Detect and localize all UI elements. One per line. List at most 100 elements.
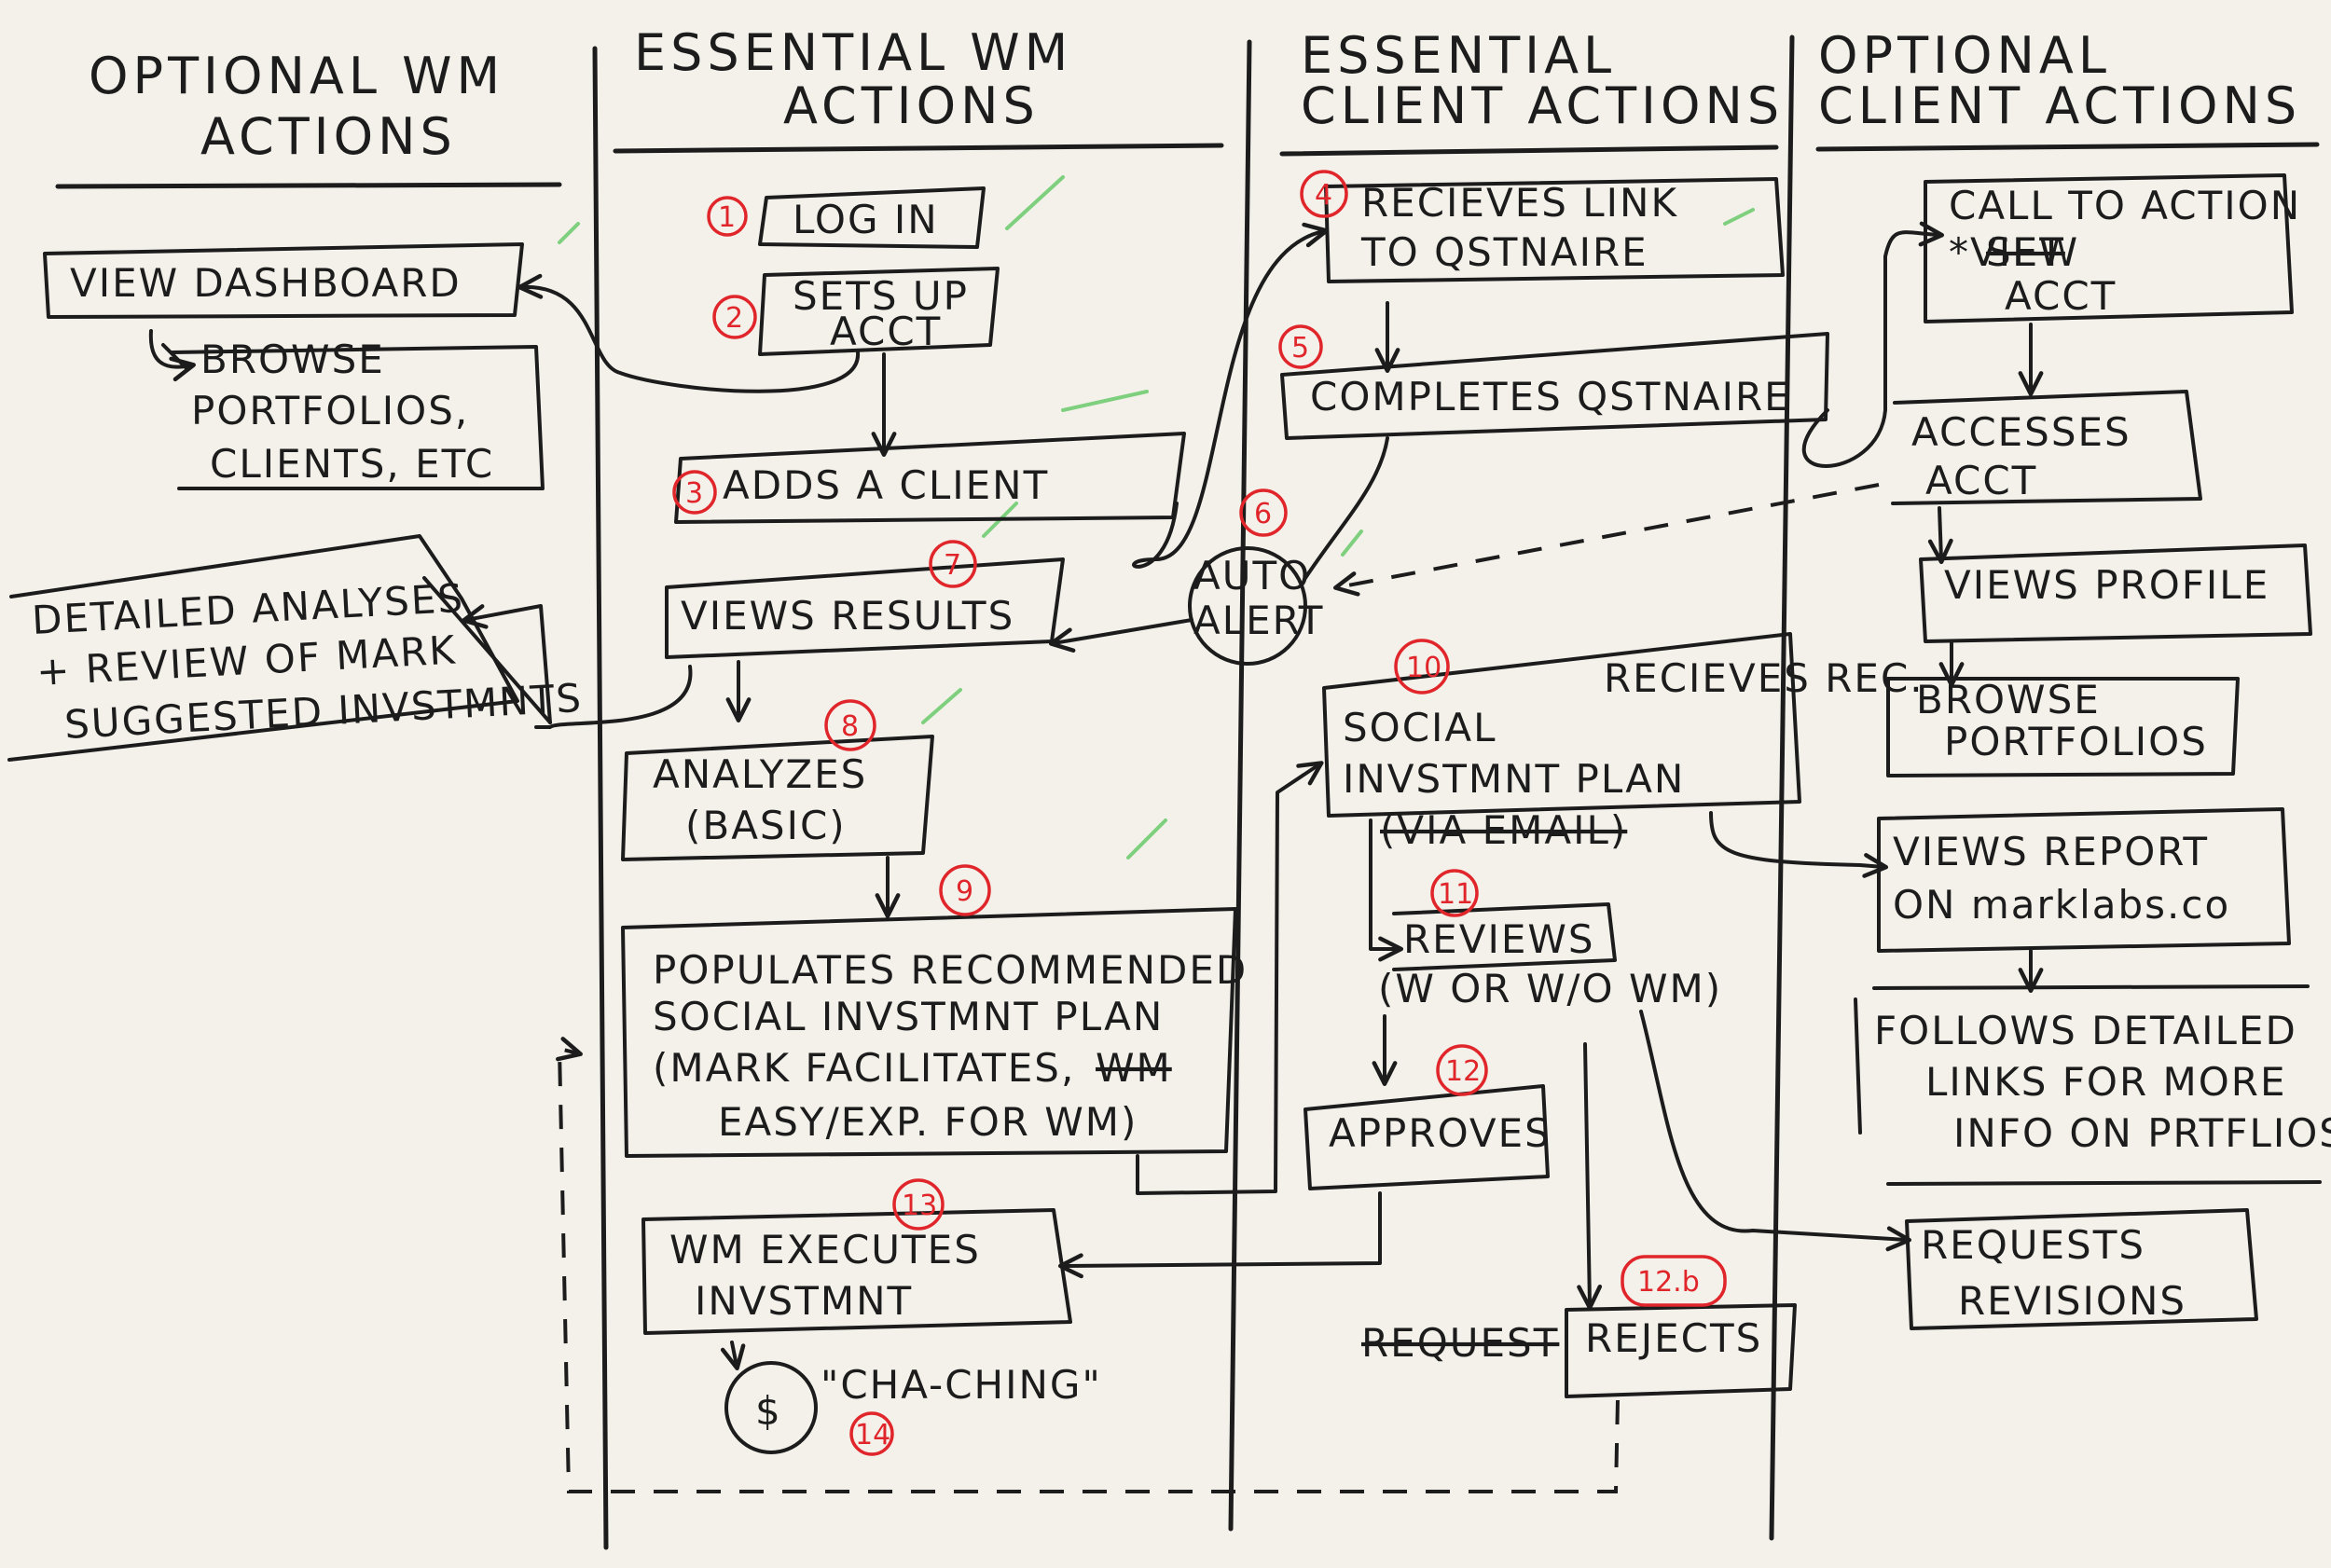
sketch-stroke <box>613 143 1224 154</box>
follows-links-note: FOLLOWS DETAILED LINKS FOR MORE INFO ON … <box>1854 984 2331 1156</box>
call-to-action-box: CALL TO ACTION *VIEW SET ACCT <box>1924 173 2299 323</box>
step-number-badge <box>939 864 991 916</box>
sketch-stroke <box>1924 173 2294 323</box>
sketch-stroke <box>1126 818 1167 860</box>
label: REVIEWS <box>1403 916 1595 962</box>
label: REQUEST <box>1361 1320 1559 1366</box>
sketch-stroke <box>1057 1191 1382 1279</box>
label: ACCT <box>2005 273 2117 319</box>
sketch-stroke <box>1872 984 2310 990</box>
sketch-stroke <box>1333 483 1880 597</box>
label: BROWSE <box>200 337 385 382</box>
label: VIEWS RESULTS <box>681 593 1014 639</box>
sketch-stroke <box>1005 175 1065 230</box>
step-10-receives-plan: RECIEVES REC. SOCIAL INVSTMNT PLAN (VIA … <box>1322 632 1924 853</box>
label: $ <box>755 1388 782 1434</box>
sketch-stroke <box>758 267 1000 356</box>
step-4-receives-link: RECIEVES LINK TO QSTNAIRE 4 <box>1300 170 1785 283</box>
sketch-stroke <box>43 242 524 319</box>
sketch-stroke <box>1392 902 1617 971</box>
sketch-stroke <box>422 576 552 724</box>
label: 12.b <box>1637 1266 1700 1299</box>
step-12b-rejects: REQUEST REJECTS 12.b <box>1361 1255 1797 1398</box>
label: 13 <box>902 1190 937 1222</box>
label: ACCT <box>1925 458 2037 503</box>
sketch-stroke <box>1322 632 1801 818</box>
views-report-box: VIEWS REPORT ON marklabs.co <box>1877 807 2291 953</box>
label: SOCIAL <box>1343 705 1497 750</box>
step-11-reviews: REVIEWS (W OR W/O WM) 11 <box>1378 869 1720 1011</box>
label: VIEWS REPORT <box>1893 829 2209 874</box>
step-6-auto-alert: AUTO ALERT 6 <box>1188 488 1322 666</box>
sketch-stroke <box>517 273 861 393</box>
label: AUTO <box>1193 553 1311 598</box>
step-9-populates-plan: POPULATES RECOMMENDED SOCIAL INVSTMNT PL… <box>621 864 1246 1158</box>
label: REJECTS <box>1585 1315 1762 1361</box>
sketch-stroke <box>171 345 545 490</box>
sketch-stroke <box>641 1208 1072 1335</box>
sketch-stroke <box>1891 390 2202 505</box>
sketch-stroke <box>7 534 519 762</box>
sketch-stroke <box>148 329 196 382</box>
lane-title-line1: OPTIONAL <box>1818 26 2111 85</box>
accesses-account-box: ACCESSES ACCT <box>1891 390 2202 505</box>
label: 12 <box>1445 1055 1481 1088</box>
browse-portfolios-box: BROWSE PORTFOLIOS <box>1886 677 2240 777</box>
label: ANALYZES <box>653 751 867 797</box>
step-number-badge <box>1621 1255 1727 1307</box>
label: VIEW DASHBOARD <box>70 260 462 306</box>
step-2-setup-account: SETS UP ACCT 2 <box>712 267 1000 356</box>
label: REVISIONS <box>1958 1278 2186 1324</box>
sketch-stroke <box>1815 142 2320 152</box>
label: 3 <box>685 477 703 510</box>
label: INFO ON PRTFLIOS <box>1953 1110 2331 1156</box>
sketch-stroke <box>1723 208 1755 226</box>
detailed-analyses-note: DETAILED ANALYSES + REVIEW OF MARK SUGGE… <box>7 534 584 762</box>
sketch-stroke <box>592 46 609 1550</box>
label: 7 <box>944 549 961 582</box>
label: 4 <box>1315 179 1332 212</box>
label: WM <box>1096 1045 1172 1091</box>
sketch-stroke <box>1279 144 1779 157</box>
sketch-stroke <box>921 688 962 724</box>
label: PORTFOLIOS <box>1944 719 2208 764</box>
label: (BASIC) <box>685 803 847 848</box>
label: 1 <box>718 201 736 234</box>
label: 11 <box>1438 878 1473 911</box>
step-number-badge <box>1436 1044 1488 1096</box>
sketch-stroke <box>1886 1180 2322 1186</box>
step-number-badge <box>824 699 876 751</box>
lane-title-line1: ESSENTIAL <box>1301 26 1616 85</box>
label: ON marklabs.co <box>1893 882 2230 928</box>
step-number-badge <box>712 295 757 339</box>
step-number-badge <box>849 1411 894 1456</box>
label: 6 <box>1254 498 1272 530</box>
sketch-stroke <box>1577 1042 1603 1311</box>
label: (VIA EMAIL) <box>1380 807 1627 853</box>
sketch-stroke <box>1061 390 1149 412</box>
lane-title-line2: CLIENT ACTIONS <box>1818 76 2301 135</box>
sketch-stroke <box>534 665 693 729</box>
label: 14 <box>855 1419 890 1451</box>
label: 2 <box>725 302 743 335</box>
sketch-stroke <box>1369 818 1404 962</box>
lane-title-line1: OPTIONAL WM <box>89 47 504 105</box>
label: 10 <box>1406 652 1441 684</box>
lane-dividers <box>55 34 2320 1550</box>
sketch-stroke <box>1905 1208 2258 1330</box>
sketch-stroke <box>1303 436 1389 580</box>
lane-header-optional-wm: OPTIONAL WM ACTIONS <box>89 47 504 166</box>
lane-title-line1: ESSENTIAL WM <box>634 23 1072 82</box>
label: RECIEVES REC. <box>1604 655 1924 701</box>
label: ACCT <box>830 309 942 354</box>
sketch-stroke <box>621 735 934 861</box>
sketch-stroke <box>1228 39 1252 1532</box>
sketch-stroke <box>1639 1010 1912 1252</box>
sketch-stroke <box>1324 177 1785 283</box>
label: PORTFOLIOS, <box>191 388 469 433</box>
sketch-stroke <box>1919 543 2312 643</box>
view-dashboard-box: VIEW DASHBOARD <box>43 242 524 319</box>
label: *VIEW <box>1949 229 2079 275</box>
sketch-stroke <box>720 1341 746 1370</box>
label: FOLLOWS DETAILED <box>1874 1008 2297 1053</box>
